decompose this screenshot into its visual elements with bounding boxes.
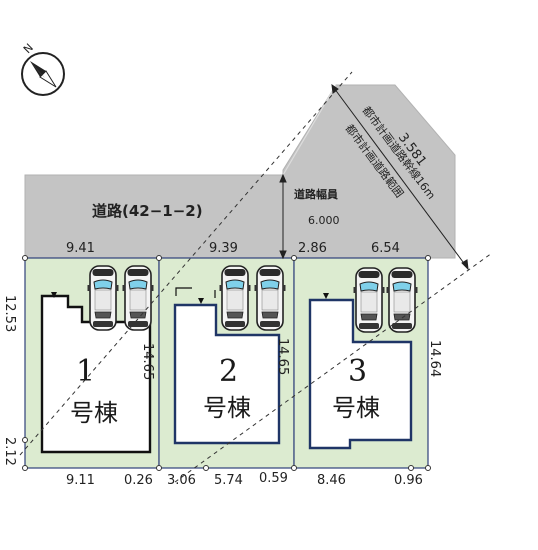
car-icon [385,267,419,333]
lot-1-number: 1 [76,354,95,389]
boundary-points [22,255,431,471]
entrance-marker [198,298,204,304]
entrance-marker [323,293,329,299]
dim-bottom-2: 0.26 [124,473,153,488]
lot-2-name: 号棟 [203,394,251,422]
bracket-marker [175,287,192,296]
dim-top-4: 6.54 [371,241,400,256]
lot-1-name: 号棟 [70,399,118,427]
dim-depth-3: 14.64 [427,340,442,377]
dim-bottom-5: 0.59 [259,471,288,486]
dim-top-1: 9.41 [66,241,95,256]
dimension-arrows [279,83,469,271]
dim-left-1: 12.53 [2,295,17,332]
lot-3-name: 号棟 [332,394,380,422]
car-icon [253,265,287,331]
dim-bottom-1: 9.11 [66,473,95,488]
car-icon [352,267,386,333]
dim-depth-2: 14.65 [275,338,290,375]
dim-top-2: 9.39 [209,241,238,256]
north-arrow-icon: N [21,41,65,96]
road-width-value: 6.000 [308,214,340,227]
building-1[interactable] [40,294,152,454]
building-2[interactable] [173,303,281,445]
planned-road-line [174,252,493,483]
dim-depth-1: 14.65 [140,343,155,380]
car-icon [121,265,155,331]
road-width-label: 道路幅員 [294,187,338,201]
svg-text:N: N [21,41,36,56]
car-icon [218,265,252,331]
road-boundary-line [282,84,337,176]
dim-top-3: 2.86 [298,241,327,256]
dim-bottom-6: 8.46 [317,473,346,488]
dim-bottom-4: 5.74 [214,473,243,488]
dim-bottom-7: 0.96 [394,473,423,488]
lot-2-number: 2 [219,354,238,389]
car-icon [86,265,120,331]
road-label: 道路(42−1−2) [92,202,203,220]
lot-3-number: 3 [348,354,367,389]
entrance-marker [51,292,57,298]
dim-left-2: 2.12 [2,437,17,466]
building-3[interactable] [308,298,413,450]
dim-bottom-3: 3.06 [167,473,196,488]
